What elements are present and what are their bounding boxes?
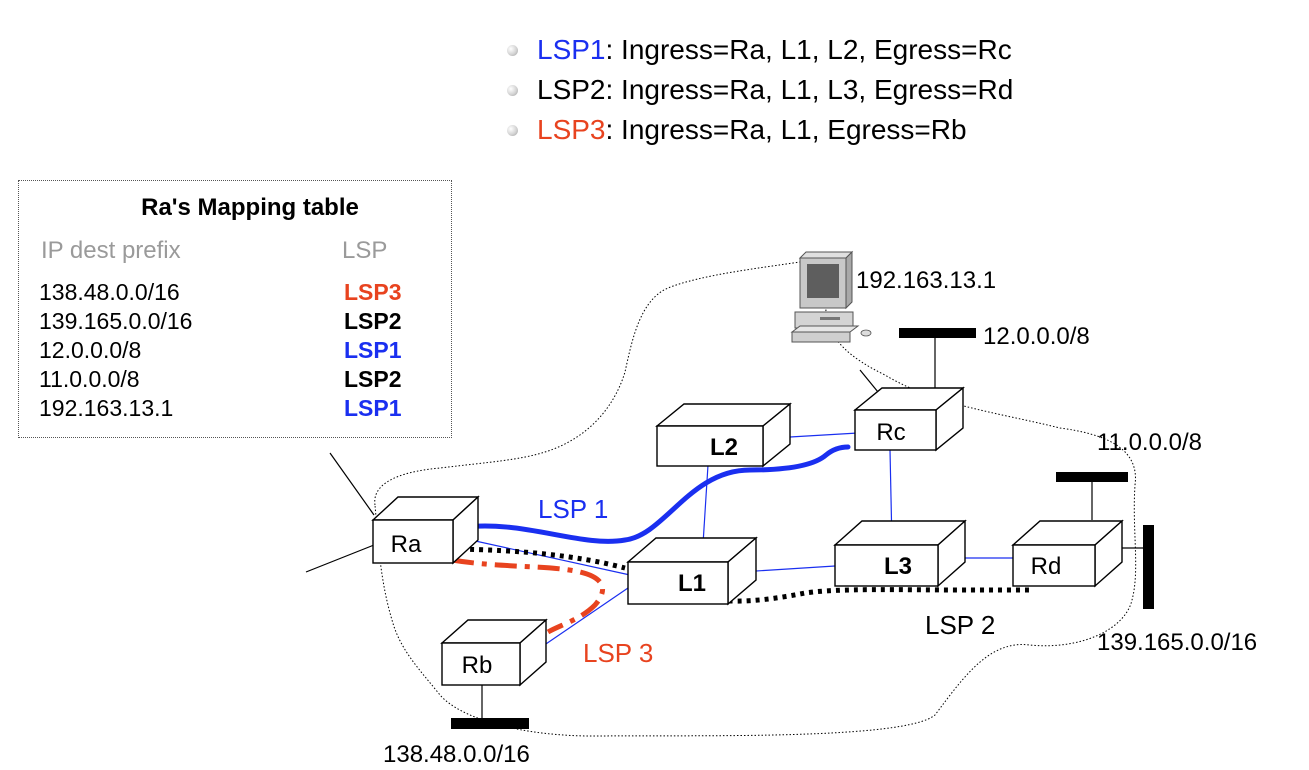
lsp-name: LSP2 — [537, 74, 606, 105]
network-label-12: 12.0.0.0/8 — [983, 323, 1090, 350]
lsp-definition-item: LSP1: Ingress=Ra, L1, L2, Egress=Rc — [505, 30, 1013, 70]
access-line — [305, 544, 375, 573]
column-header-prefix: IP dest prefix — [41, 237, 181, 264]
table-cell-lsp: LSP2 — [344, 366, 402, 392]
table-cell-lsp: LSP1 — [344, 337, 402, 363]
link-l2-rc — [789, 432, 859, 438]
table-cell-prefix: 138.48.0.0/16 — [39, 279, 180, 305]
router-label-l3: L3 — [884, 553, 912, 580]
table-cell-lsp: LSP2 — [344, 308, 402, 334]
column-header-lsp: LSP — [342, 237, 388, 264]
router-label-rb: Rb — [462, 652, 493, 679]
lsp1-label: LSP 1 — [538, 494, 608, 524]
network-bar-138 — [451, 718, 529, 729]
bullet-icon — [507, 85, 518, 96]
computer-icon[interactable] — [790, 250, 872, 343]
mapping-table-title: Ra's Mapping table — [141, 194, 359, 221]
lsp3-label: LSP 3 — [583, 638, 653, 668]
access-line — [329, 452, 375, 516]
router-label-l2: L2 — [710, 434, 738, 461]
router-rb[interactable] — [440, 618, 548, 687]
lsp-detail: : Ingress=Ra, L1, L2, Egress=Rc — [605, 34, 1012, 65]
lsp-name: LSP3 — [537, 114, 606, 145]
lsp2-label: LSP 2 — [925, 610, 995, 640]
table-cell-lsp: LSP3 — [344, 279, 402, 305]
mapping-table: Ra's Mapping table IP dest prefix LSP 13… — [18, 180, 452, 438]
router-label-rc: Rc — [876, 419, 905, 446]
network-cloud — [374, 261, 1137, 737]
lsp-definition-list: LSP1: Ingress=Ra, L1, L2, Egress=Rc LSP2… — [505, 30, 1013, 150]
bullet-icon — [507, 125, 518, 136]
lsp-definition-item: LSP2: Ingress=Ra, L1, L3, Egress=Rd — [505, 70, 1013, 110]
lsp-detail: : Ingress=Ra, L1, L3, Egress=Rd — [605, 74, 1014, 105]
bullet-icon — [507, 45, 518, 56]
lsp3-path — [451, 557, 606, 635]
lsp-definition-item: LSP3: Ingress=Ra, L1, Egress=Rb — [505, 110, 1013, 150]
host-link — [859, 369, 879, 393]
router-rc[interactable] — [853, 386, 965, 452]
network-bar-139 — [1143, 525, 1154, 609]
router-label-l1: L1 — [678, 570, 706, 597]
network-label-11: 11.0.0.0/8 — [1097, 429, 1202, 456]
router-label-rd: Rd — [1031, 553, 1062, 580]
network-bar-11 — [1056, 472, 1128, 482]
router-rd[interactable] — [1011, 519, 1124, 588]
lsp1-path — [455, 444, 851, 544]
host-address-label: 192.163.13.1 — [856, 267, 996, 294]
router-l3[interactable] — [833, 519, 967, 588]
network-bar-12 — [899, 328, 976, 338]
network-label-139: 139.165.0.0/16 — [1097, 629, 1257, 656]
network-label-138: 138.48.0.0/16 — [383, 741, 530, 768]
table-cell-prefix: 192.163.13.1 — [39, 395, 174, 421]
lsp-detail: : Ingress=Ra, L1, Egress=Rb — [605, 114, 967, 145]
table-cell-prefix: 12.0.0.0/8 — [39, 337, 142, 363]
router-label-ra: Ra — [391, 531, 422, 558]
router-l2[interactable] — [655, 402, 792, 468]
table-cell-prefix: 139.165.0.0/16 — [39, 308, 193, 334]
router-l1[interactable] — [626, 536, 758, 606]
table-cell-lsp: LSP1 — [344, 395, 402, 421]
link-ra-l1 — [447, 534, 631, 576]
router-ra[interactable] — [371, 495, 480, 565]
link-l1-rb — [539, 587, 629, 649]
table-cell-prefix: 11.0.0.0/8 — [39, 366, 140, 392]
lsp-name: LSP1 — [537, 34, 606, 65]
lsp2-path — [451, 546, 1030, 604]
